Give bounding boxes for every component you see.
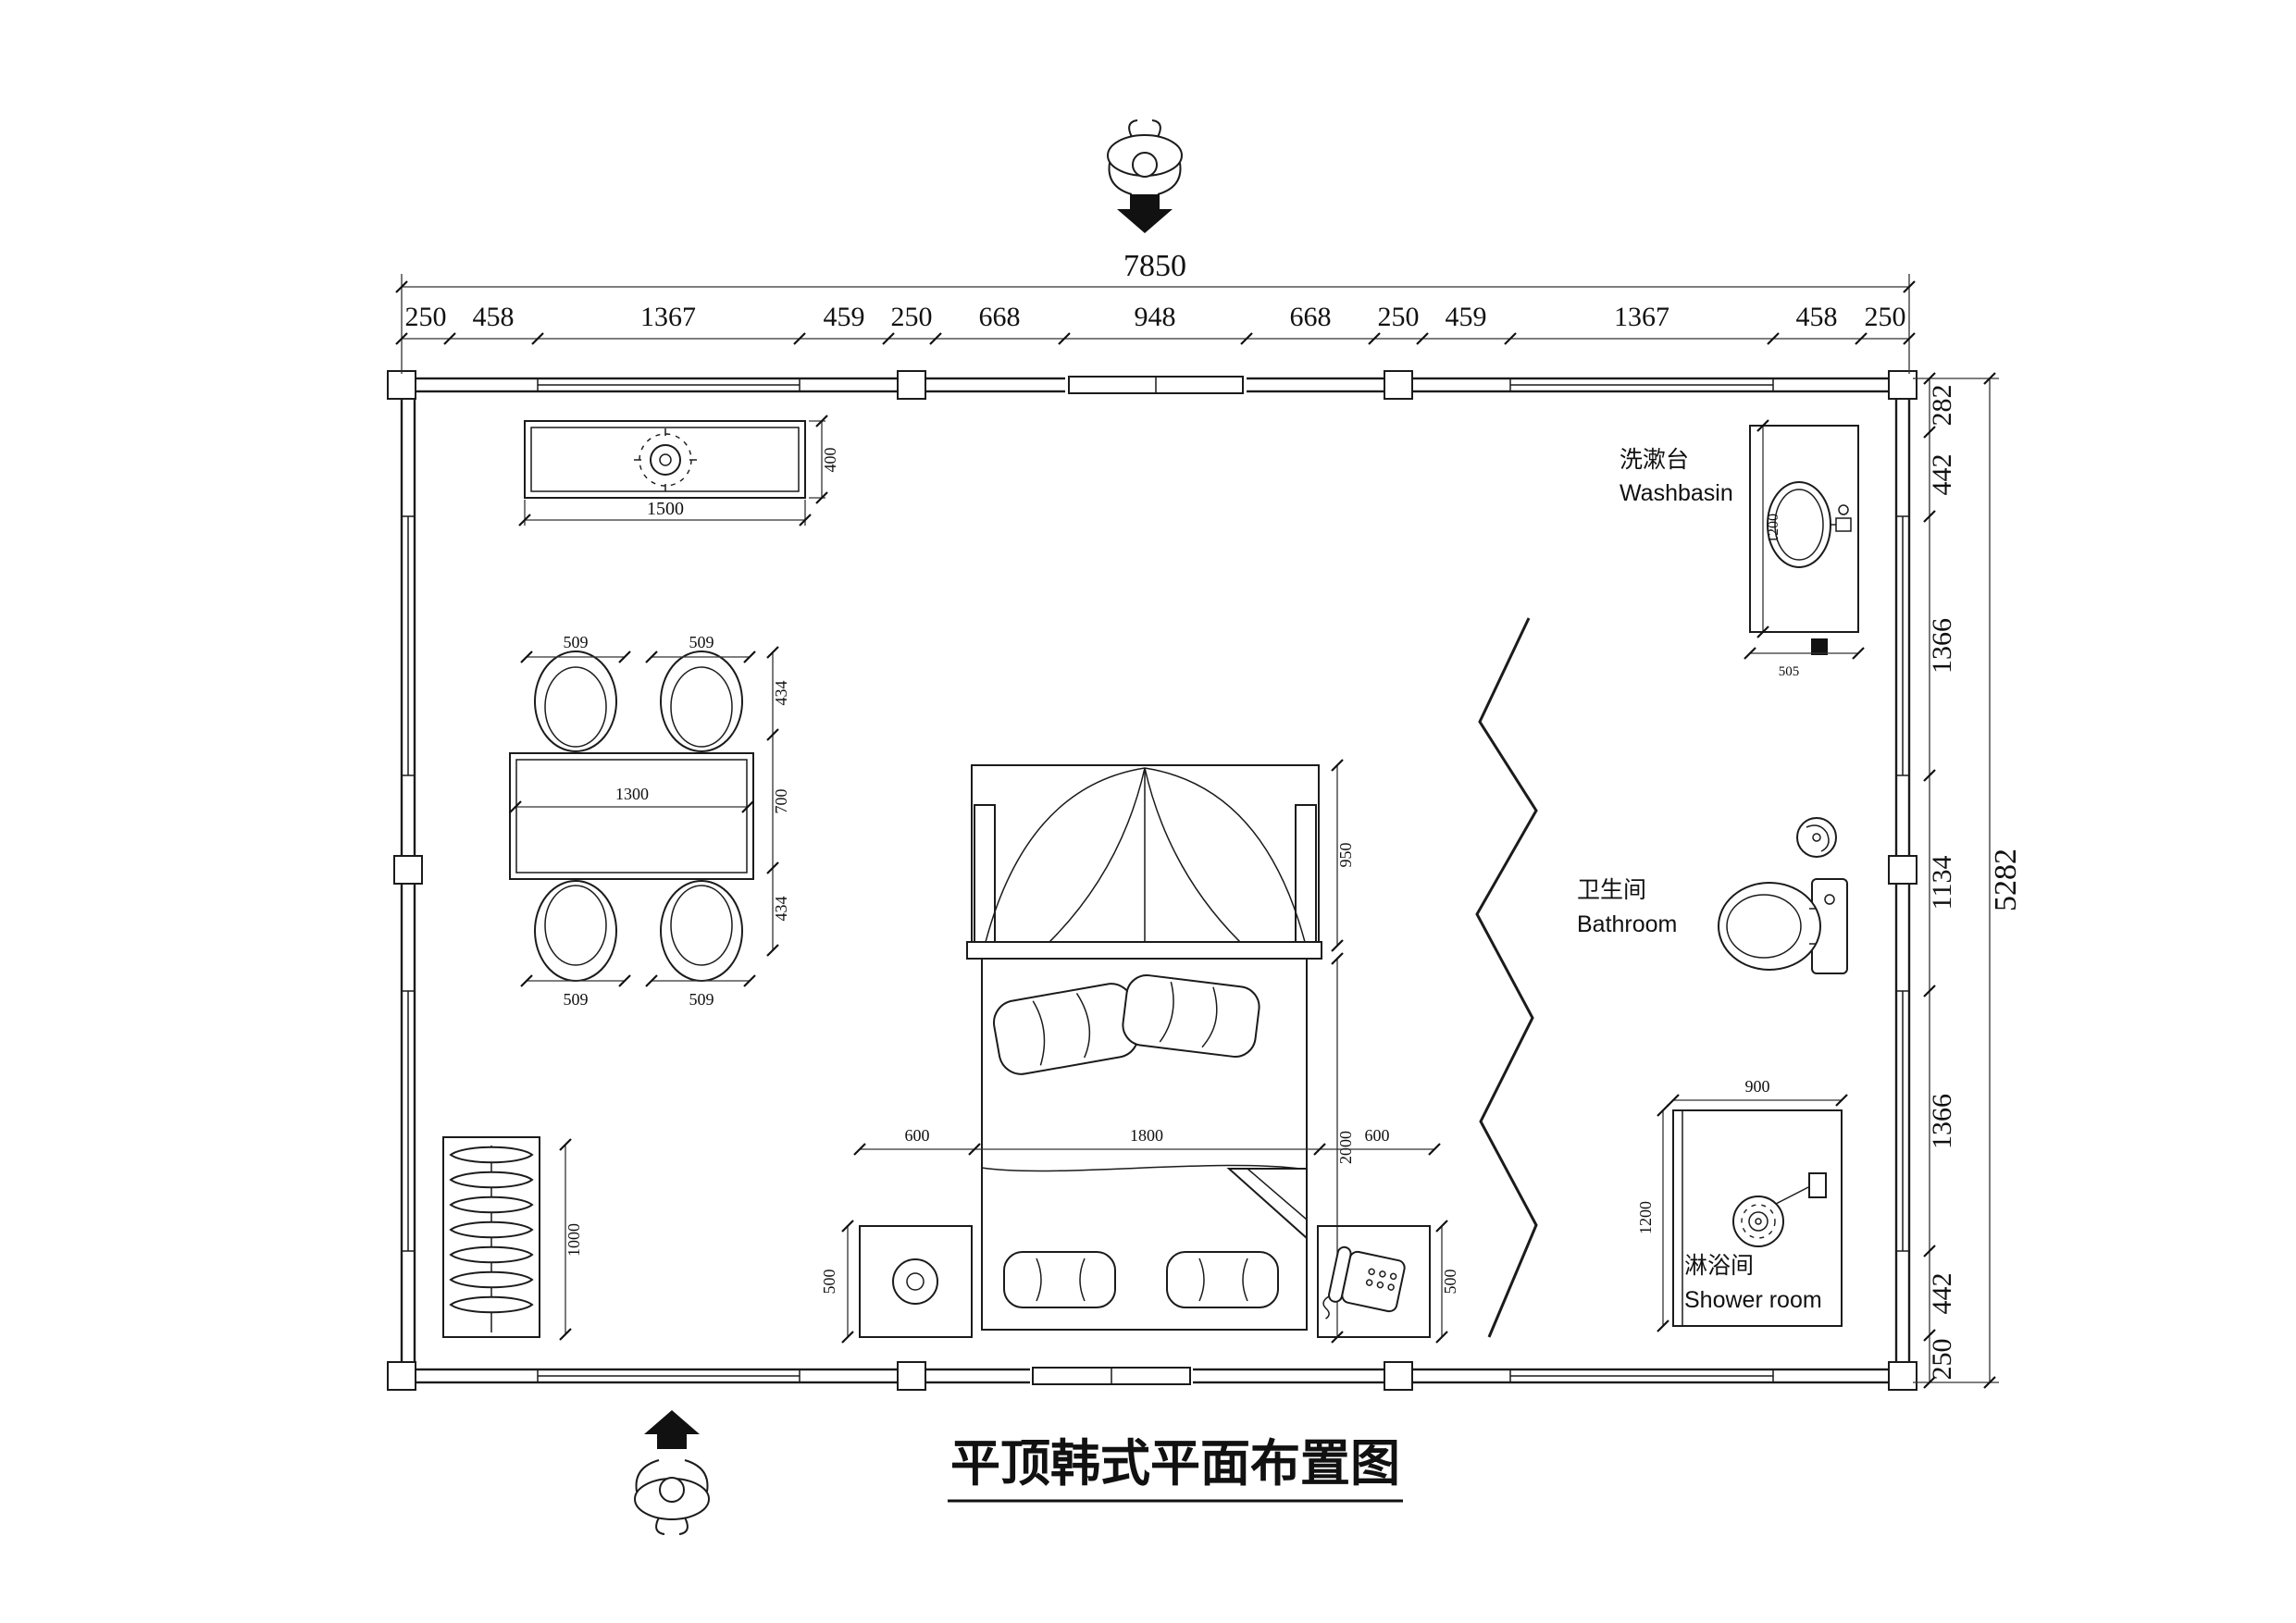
- dim-top-seg-10: 1367: [1614, 302, 1669, 332]
- dim-top-total: 7850: [1123, 249, 1186, 283]
- column-piers: [387, 370, 1917, 1391]
- dim-top-seg-7: 668: [1290, 302, 1332, 332]
- dim-drain-width: 505: [1779, 664, 1800, 679]
- dim-seat-bottom: 434: [772, 897, 790, 922]
- chair: [660, 880, 743, 982]
- dim-light-height: 400: [821, 448, 839, 473]
- dim-bed-length: 2000: [1336, 1131, 1355, 1164]
- label-shower-zh: 淋浴间: [1684, 1253, 1754, 1279]
- dim-chair-tr: 509: [689, 633, 714, 651]
- dim-chair-tl: 509: [564, 633, 589, 651]
- pillow: [993, 983, 1139, 1075]
- dim-canopy-depth: 950: [1336, 843, 1355, 868]
- dim-right-seg-6: 250: [1927, 1339, 1957, 1381]
- dim-rack-height: 1000: [565, 1223, 583, 1257]
- dim-nightstand-right-depth: 500: [1441, 1270, 1459, 1295]
- dim-nightstand-left-depth: 500: [820, 1270, 838, 1295]
- dim-top-seg-3: 459: [824, 302, 865, 332]
- entry-figure-bottom: [634, 1410, 710, 1535]
- label-washbasin-en: Washbasin: [1620, 480, 1733, 506]
- chair: [660, 650, 743, 752]
- dim-nightstand-left-width: 600: [905, 1126, 930, 1145]
- label-shower-en: Shower room: [1684, 1287, 1822, 1313]
- shower-head-icon: [1732, 1196, 1784, 1247]
- washbasin: 1200 505: [1744, 419, 1865, 679]
- windows: [402, 378, 1909, 1382]
- foot-cushion: [1003, 1251, 1116, 1308]
- blanket-fold: [1226, 1168, 1308, 1241]
- dim-shower-width: 900: [1745, 1077, 1770, 1096]
- dim-top-seg-0: 250: [405, 302, 447, 332]
- dim-top-seg-2: 1367: [640, 302, 696, 332]
- room-labels: 洗漱台 Washbasin 卫生间 Bathroom 淋浴间 Shower ro…: [1577, 447, 1822, 1313]
- shower-room: 900 1200: [1636, 1077, 1848, 1332]
- dim-right-seg-4: 1366: [1927, 1094, 1957, 1149]
- dim-chain-right: 282 442 1366 1134 1366 442 250 5282: [1913, 372, 2023, 1389]
- bed-body: [981, 958, 1308, 1331]
- dim-table-width: 700: [772, 789, 790, 814]
- drain-box-icon: [1811, 638, 1828, 655]
- coat-rack: 1000: [442, 1136, 583, 1341]
- dim-top-seg-8: 250: [1378, 302, 1420, 332]
- faucet-icon: [1838, 504, 1849, 515]
- dim-top-seg-6: 948: [1135, 302, 1176, 332]
- dim-right-seg-5: 442: [1927, 1273, 1957, 1315]
- dim-nightstand-right-width: 600: [1365, 1126, 1390, 1145]
- dim-table-length: 1300: [615, 785, 649, 803]
- dim-light-width: 1500: [647, 499, 684, 519]
- nightstand-left: 500: [820, 1220, 973, 1344]
- nightstand-right: 500: [1317, 1220, 1459, 1344]
- entry-arrow-down-icon: [1117, 194, 1173, 233]
- person-bottom-icon: [634, 1459, 710, 1535]
- dim-top-seg-1: 458: [473, 302, 515, 332]
- bottom-entry-door: [1032, 1367, 1191, 1385]
- dim-right-seg-3: 1134: [1927, 856, 1957, 911]
- dim-seat-top: 434: [772, 681, 790, 706]
- dim-top-seg-9: 459: [1446, 302, 1487, 332]
- headboard: [966, 941, 1322, 960]
- top-entry-door: [1068, 376, 1244, 394]
- dim-top-seg-11: 458: [1796, 302, 1838, 332]
- chair: [534, 880, 617, 982]
- label-bathroom-en: Bathroom: [1577, 911, 1677, 937]
- dim-chain-top: 7850 250 458 1367 459 250 668 948 668 25…: [395, 249, 1916, 374]
- dim-bed-width: 1800: [1130, 1126, 1163, 1145]
- dim-chair-bl: 509: [564, 990, 589, 1009]
- dim-top-seg-12: 250: [1865, 302, 1906, 332]
- blanket-edge: [981, 1164, 1308, 1172]
- dim-right-total: 5282: [1989, 849, 2023, 911]
- bed: 950 2000 600 1800 600: [853, 759, 1441, 1344]
- label-washbasin-zh: 洗漱台: [1620, 447, 1689, 473]
- pillow: [1122, 974, 1260, 1058]
- walls: [387, 370, 1917, 1391]
- dim-top-seg-4: 250: [891, 302, 933, 332]
- dim-top-seg-5: 668: [979, 302, 1021, 332]
- entry-arrow-up-icon: [644, 1410, 700, 1449]
- entry-figure-top: [1107, 119, 1183, 233]
- dim-right-seg-0: 282: [1927, 385, 1957, 427]
- dining-set: 1300 509 509 509 509 434 700 434: [509, 633, 790, 1009]
- person-top-icon: [1107, 119, 1183, 195]
- drawing-title: 平顶韩式平面布置图: [948, 1436, 1403, 1503]
- page-title: 平顶韩式平面布置图: [950, 1436, 1400, 1492]
- toilet: [1718, 878, 1848, 974]
- dim-right-seg-1: 442: [1927, 454, 1957, 496]
- dim-shower-height: 1200: [1636, 1201, 1655, 1234]
- ceiling-light: 1500 400: [518, 415, 839, 527]
- shower-valve-icon: [1808, 1172, 1827, 1198]
- telephone-icon: [1322, 1245, 1406, 1319]
- chair: [534, 650, 617, 752]
- dim-right-seg-2: 1366: [1927, 618, 1957, 674]
- partition-zigzag: [1475, 617, 1538, 1338]
- dim-basin-height: 1200: [1766, 514, 1781, 543]
- dining-table: [509, 752, 754, 880]
- foot-cushion: [1166, 1251, 1279, 1308]
- floor-drain: [1796, 817, 1837, 858]
- dim-chair-br: 509: [689, 990, 714, 1009]
- label-bathroom-zh: 卫生间: [1577, 877, 1646, 903]
